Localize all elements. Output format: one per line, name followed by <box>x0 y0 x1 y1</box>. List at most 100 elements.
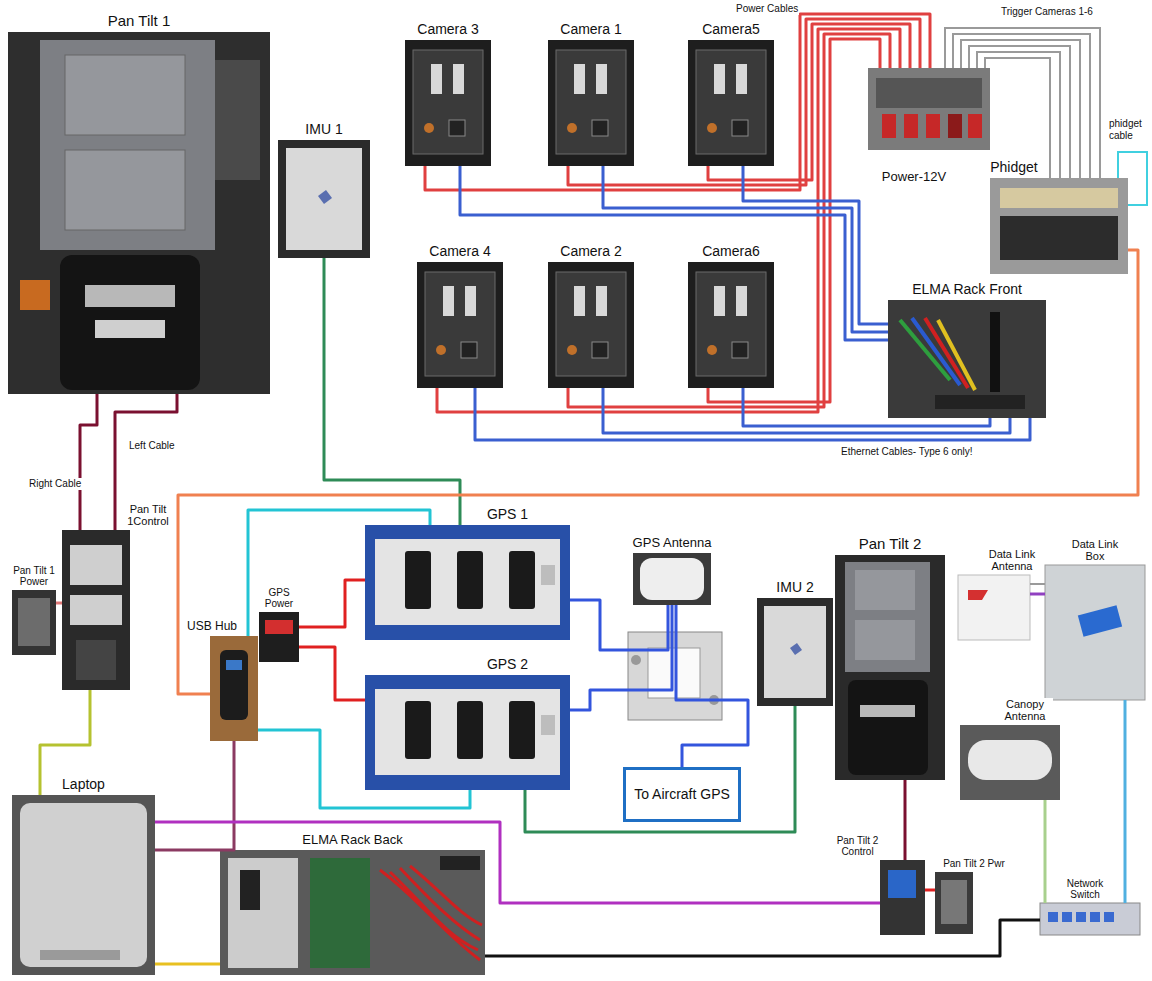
cable-label: Trigger Cameras 1-6 <box>1000 6 1094 18</box>
component-label: USB Hub <box>184 620 240 633</box>
component-photo: Pan Tilt 2 <box>835 555 945 780</box>
component-label: Pan Tilt 1 Power <box>8 565 60 587</box>
cable-line <box>485 920 1040 956</box>
label-holder: GPS Antenna <box>622 536 722 550</box>
component-photo: GPS 2 <box>365 675 570 790</box>
cable-line <box>299 580 365 627</box>
component-photo: GPS Antenna <box>633 553 711 605</box>
component-photo: GPS Power <box>259 612 299 662</box>
cable-line <box>324 258 460 525</box>
cable-line <box>603 166 888 332</box>
cable-line <box>743 388 990 426</box>
component-photo: Pan Tilt 2 Pwr <box>935 872 973 934</box>
component-label: Camera 2 <box>541 244 641 259</box>
label-holder: Phidget <box>984 160 1044 175</box>
component-label: Pan Tilt 2 Pwr <box>939 858 1009 869</box>
component-photo: Pan Tilt 2 Control <box>880 860 925 935</box>
component-photo: Camera 3 <box>405 40 491 166</box>
cable-line <box>258 730 470 808</box>
component-photo: Camera 2 <box>548 262 634 388</box>
component-label: GPS Power <box>259 587 299 609</box>
component-photo: Pan Tilt 1 <box>8 32 270 394</box>
component-label: Camera5 <box>681 22 781 37</box>
label-holder: Laptop <box>44 777 124 792</box>
label-holder: IMU 2 <box>765 580 825 595</box>
cable-line <box>568 19 920 185</box>
label-holder: Data Link Box <box>1068 538 1123 562</box>
component-label: IMU 2 <box>765 580 825 595</box>
label-holder: Camera 3 <box>398 22 498 37</box>
cable-line <box>904 780 907 860</box>
component-photo: Camera 4 <box>417 262 503 388</box>
cable-line <box>155 822 880 903</box>
component-photo: Camera6 <box>688 262 774 388</box>
component-photo: Pan Tilt 1Control <box>62 530 130 690</box>
label-holder: GPS 2 <box>478 657 538 672</box>
cable-line <box>460 166 888 340</box>
label-holder: ELMA Rack Back <box>288 833 418 847</box>
component-photo: IMU 2 <box>757 598 833 706</box>
label-holder: GPS Power <box>259 587 299 609</box>
label-holder: GPS 1 <box>478 507 538 522</box>
component-label: Pan Tilt 2 Control <box>830 835 885 857</box>
cable-line <box>437 29 900 412</box>
label-holder: Camera 4 <box>410 244 510 259</box>
cable-line <box>475 388 1030 440</box>
label-holder: Camera5 <box>681 22 781 37</box>
destination-box: To Aircraft GPS <box>623 767 741 822</box>
cable-line <box>1124 700 1127 903</box>
component-label: GPS 2 <box>478 657 538 672</box>
component-label: Camera 1 <box>541 22 641 37</box>
component-label: ELMA Rack Back <box>288 833 418 847</box>
component-label: Camera 3 <box>398 22 498 37</box>
cable-line <box>525 706 795 832</box>
component-label: Canopy Antenna <box>998 698 1053 722</box>
label-holder: Pan Tilt 2 Control <box>830 835 885 857</box>
component-photo: GPS 1 <box>365 525 570 640</box>
component-label: ELMA Rack Front <box>897 282 1037 297</box>
component-photo: Data Link Antenna <box>958 575 1030 640</box>
cable-line <box>603 388 1010 433</box>
label-holder: Pan Tilt 1 Power <box>8 565 60 587</box>
component-photo: Canopy Antenna <box>960 725 1060 800</box>
label-holder: ELMA Rack Front <box>897 282 1037 297</box>
cable-label: Ethernet Cables- Type 6 only! <box>840 446 974 458</box>
label-holder: Data Link Antenna <box>985 548 1040 572</box>
cable-line <box>570 600 668 650</box>
label-holder: Network Switch <box>1060 878 1110 900</box>
cable-label: Power Cables <box>735 3 799 15</box>
component-photo: Camera5 <box>688 40 774 166</box>
component-label: Camera 4 <box>410 244 510 259</box>
cable-label: phidget cable <box>1108 118 1152 141</box>
component-photo: Phidget <box>990 178 1128 274</box>
label-holder: Pan Tilt 2 <box>840 536 940 553</box>
label-holder: Power-12V <box>869 170 959 184</box>
label-holder: Canopy Antenna <box>998 698 1053 722</box>
component-label: GPS Antenna <box>622 536 722 550</box>
component-label: Data Link Antenna <box>985 548 1040 572</box>
cable-line <box>1030 593 1045 596</box>
component-photo: ELMA Rack Back <box>220 850 485 975</box>
component-photo: Camera 1 <box>548 40 634 166</box>
cable-label: Right Cable <box>28 478 82 490</box>
cable-line <box>56 602 62 605</box>
component-photo: Pan Tilt 1 Power <box>12 590 56 655</box>
component-label: Power-12V <box>869 170 959 184</box>
component-photo: ELMA Rack Front <box>888 300 1046 418</box>
label-holder: Camera 1 <box>541 22 641 37</box>
cable-line <box>568 34 890 407</box>
component-label: Network Switch <box>1060 878 1110 900</box>
component-label: Camera6 <box>681 244 781 259</box>
component-photo: Data Link Box <box>1045 565 1145 700</box>
cable-line <box>248 510 430 636</box>
component-photo: IMU 1 <box>278 140 370 258</box>
component-photo: Power-12V <box>868 68 990 150</box>
cable-line <box>80 394 97 530</box>
component-label: Pan Tilt 1 <box>79 13 199 30</box>
component-photo: USB Hub <box>210 636 258 741</box>
cable-line <box>178 250 1138 694</box>
box-text: To Aircraft GPS <box>628 784 736 804</box>
